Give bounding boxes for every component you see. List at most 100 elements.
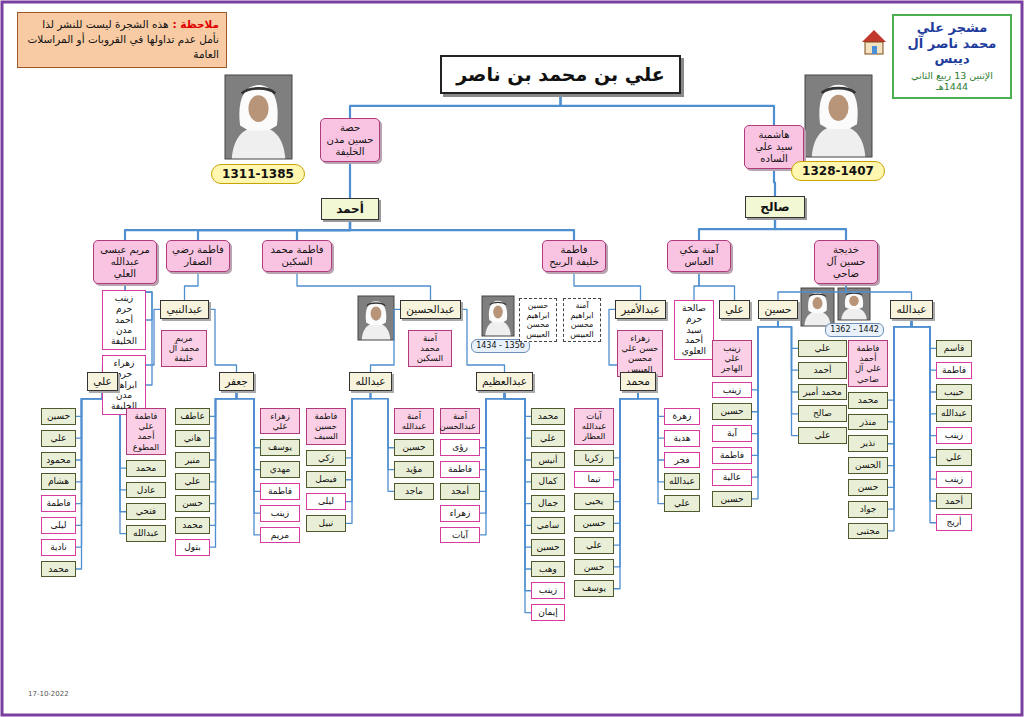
tree-connector: [888, 319, 912, 401]
son-box: حسين: [41, 408, 76, 425]
node-text: عالية: [717, 472, 747, 483]
son-box: الحسن: [848, 457, 888, 474]
header-box: مشجر علي محمد ناصر آل ديبسالإثنين 13 ربي…: [892, 14, 1012, 99]
son-box: سامي: [531, 517, 565, 534]
daughter-box: زينب: [712, 382, 752, 399]
spouse-box: زهراء حسن علي محسن العبيس: [617, 330, 663, 377]
node-text: محمد: [180, 520, 205, 531]
node-text: زينب: [536, 585, 560, 596]
node-text: علي بن محمد بن ناصر: [456, 63, 665, 86]
node-text: محمد: [536, 411, 560, 422]
node-text: تيما: [579, 474, 609, 485]
spouse-box: مريم محمد آل خليفة: [161, 330, 207, 367]
node-text: زينب علي الهاجر: [716, 343, 748, 374]
tree-connector: [888, 319, 912, 444]
daughter-box: مريم: [260, 527, 300, 544]
son-box: زكريا: [574, 450, 614, 467]
person-box: عبدالأمير: [615, 300, 666, 319]
node-text: زينب: [941, 430, 967, 441]
tree-connector: [198, 220, 350, 240]
son-box: علي: [574, 537, 614, 554]
tree-connector: [846, 284, 912, 300]
node-text: آمنة مكي العباس: [673, 244, 725, 268]
node-text: علي: [803, 430, 842, 441]
node-text: فاطمة: [717, 450, 747, 461]
node-text: حصة حسين مدن الخليفة: [326, 122, 374, 158]
node-text: 1362 - 1442: [830, 325, 879, 335]
son-box: أحمد: [798, 362, 847, 379]
daughter-box: هدية: [664, 430, 700, 447]
node-text: فتحي: [131, 506, 161, 517]
node-text: حسين: [764, 303, 792, 316]
son-box: مؤيد: [394, 461, 434, 478]
son-box: كمال: [531, 473, 565, 490]
son-box: منير: [175, 452, 210, 469]
node-text: علي: [93, 375, 112, 388]
tree-connector: [505, 391, 532, 548]
node-text: حسين: [717, 494, 747, 505]
wife-box: خديجة حسين آل ضاحي: [814, 240, 878, 284]
node-text: أحمد: [941, 496, 967, 507]
son-box: أمجد: [440, 483, 480, 500]
node-text: عبدالعظيم: [482, 375, 527, 388]
person-box: عبدالنبي: [160, 300, 209, 319]
portrait: [358, 296, 394, 340]
person-box: عبدالله: [349, 372, 392, 391]
wife-box: حصة حسين مدن الخليفة: [320, 118, 380, 162]
node-text: محمد: [853, 395, 883, 406]
tree-connector: [210, 391, 237, 548]
node-text: إيمان: [536, 607, 560, 618]
tree-connector: [614, 391, 638, 567]
tree-connector: [505, 391, 532, 569]
node-text: سامي: [536, 520, 560, 531]
daughter-box: فاطمة: [260, 483, 300, 500]
node-text: جواد: [853, 504, 883, 515]
node-text: عبدالأمير: [621, 303, 660, 316]
tree-connector: [888, 319, 912, 466]
tree-connector: [505, 391, 532, 504]
node-text: منير: [180, 455, 205, 466]
person-box: عبدالحسين: [400, 300, 461, 319]
node-text: أمجد: [445, 486, 475, 497]
tree-connector: [505, 391, 532, 482]
son-box: حسين: [712, 403, 752, 420]
daughter-box: نادية: [41, 539, 76, 556]
son-box: يوسف: [260, 439, 300, 456]
son-box: مهدي: [260, 461, 300, 478]
node-text: 1434 - 1356: [476, 341, 525, 351]
tree-connector: [371, 309, 401, 372]
son-box: محمد أمير: [798, 384, 847, 401]
son-box: عبدالله: [664, 473, 700, 490]
tree-connector: [614, 391, 638, 524]
node-text: نبيل: [311, 518, 341, 529]
footer-label: 17-10-2022: [28, 690, 69, 698]
root-box: علي بن محمد بن ناصر: [440, 55, 681, 94]
tree-connector: [912, 319, 937, 458]
son-box: يوسف: [574, 580, 614, 597]
son-box: علي: [664, 495, 700, 512]
tree-connector: [346, 391, 371, 480]
tree-connector: [775, 218, 846, 240]
node-text: علي: [46, 433, 71, 444]
son-box: نبيل: [306, 515, 346, 532]
tree-connector: [638, 391, 664, 482]
tree-connector: [752, 319, 778, 412]
node-text: حسين ابراهيم محسن العبيس: [523, 301, 553, 339]
node-text: فجر: [669, 455, 695, 466]
daughter-box: فاطمة: [936, 362, 972, 379]
daughter-box: إيمان: [531, 604, 565, 621]
node-text: حسن: [180, 498, 205, 509]
node-text: محمد: [46, 564, 71, 575]
son-box: محمد: [531, 408, 565, 425]
node-text: آية: [717, 428, 747, 439]
tree-connector: [778, 319, 798, 436]
node-text: عبدالنبي: [166, 303, 203, 316]
portrait: [838, 288, 870, 320]
node-text: مؤيد: [399, 464, 429, 475]
tree-connector: [350, 94, 561, 118]
node-text: فاطمة علي أحمد المطوع: [130, 411, 162, 452]
node-text: منذر: [853, 417, 883, 428]
tree-connector: [480, 391, 505, 492]
son-box: محمد: [848, 392, 888, 409]
tree-connector: [752, 319, 778, 478]
